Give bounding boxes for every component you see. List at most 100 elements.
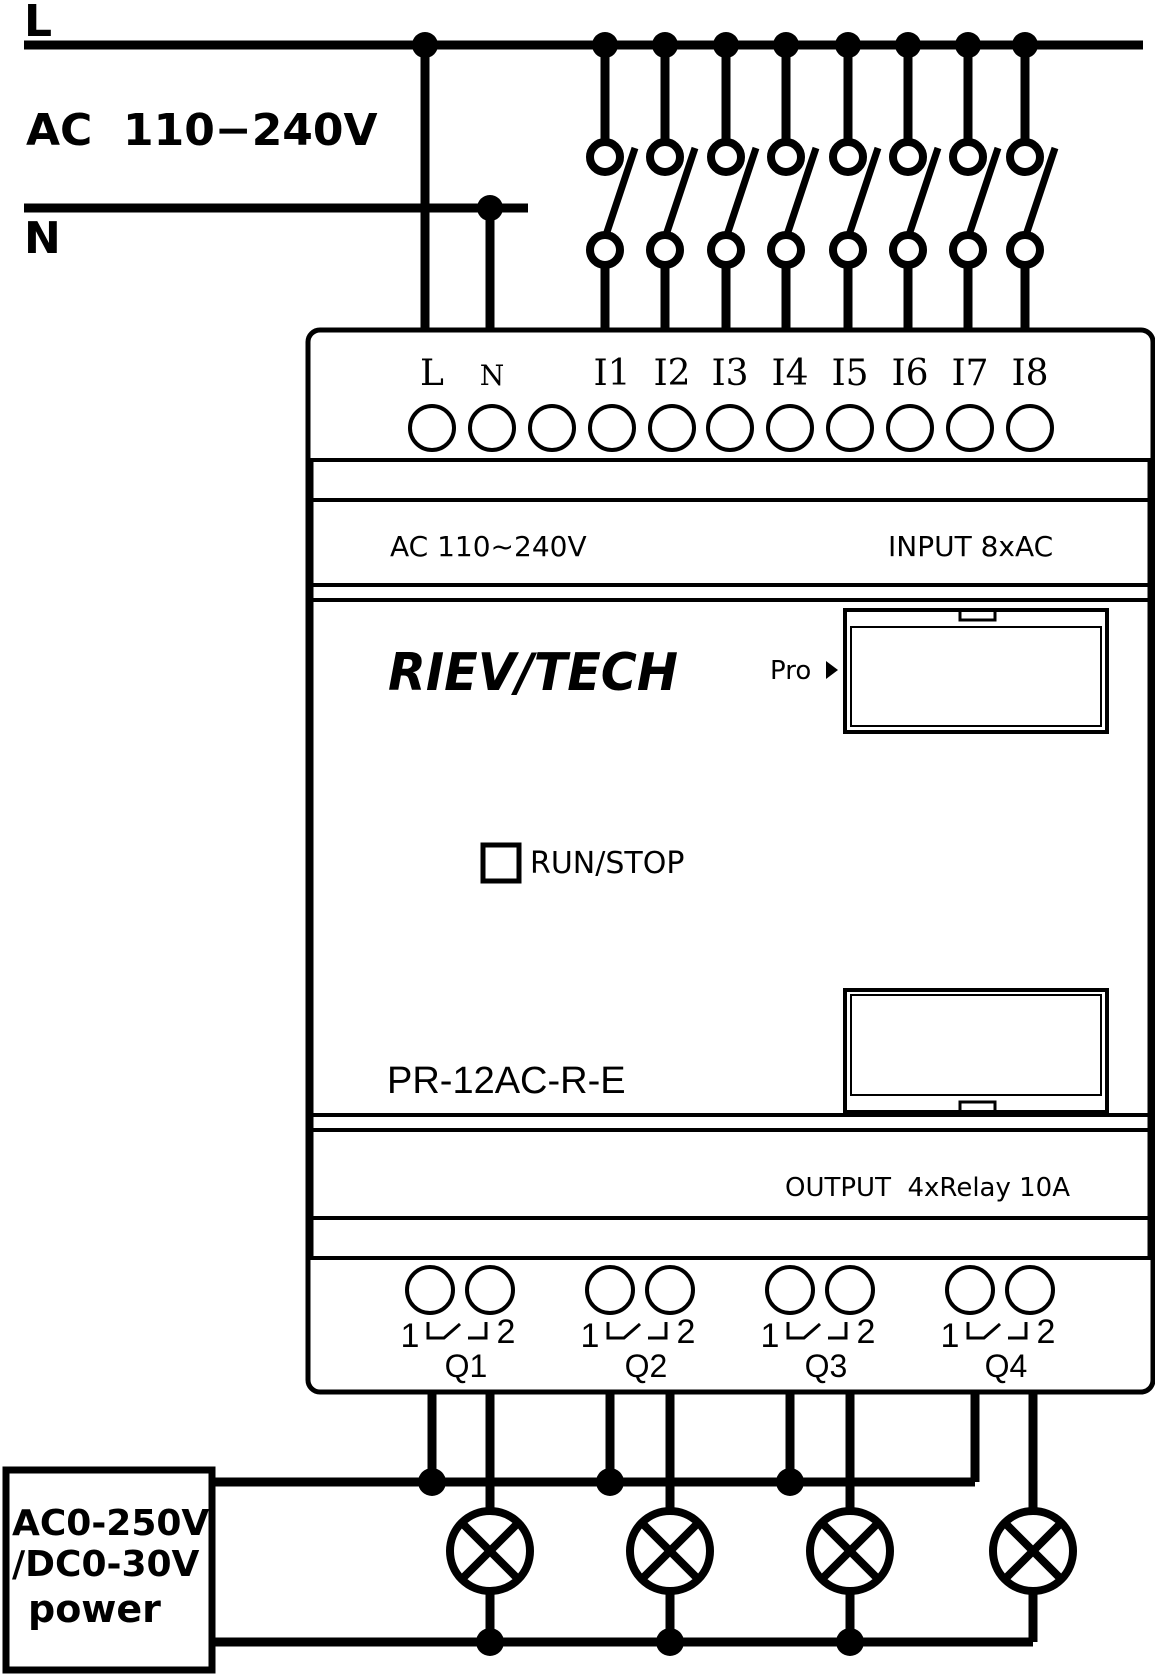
supply-rails — [24, 40, 1143, 330]
relay-pin-2-label: 2 — [497, 1313, 516, 1351]
load-power-line-2: /DC0-30V — [12, 1544, 200, 1585]
plc-inner-edges — [310, 460, 1151, 1258]
terminal-label-i1: I1 — [593, 353, 630, 394]
switch-top-contact — [1006, 138, 1044, 176]
load-lamp-2 — [626, 1392, 714, 1656]
pro-port-arrow-icon — [826, 661, 838, 679]
relay-contact-icon — [966, 1322, 1028, 1340]
switch-bottom-contact — [889, 231, 927, 269]
relay-contact-icon — [426, 1322, 488, 1340]
feed-junction-dot — [596, 1468, 624, 1496]
relay-name-label: Q3 — [805, 1348, 848, 1384]
switch-junction-dot — [773, 32, 799, 58]
expansion-port[interactable] — [843, 988, 1109, 1114]
switch-top-contact — [707, 138, 745, 176]
switch-bottom-contact — [767, 231, 805, 269]
relay-terminal-2[interactable] — [645, 1265, 695, 1315]
relay-name-label: Q2 — [625, 1348, 668, 1384]
supply-rating-text: AC 110~240V — [390, 530, 587, 563]
relay-terminal-2[interactable] — [1005, 1265, 1055, 1315]
relay-terminal-1[interactable] — [945, 1265, 995, 1315]
relay-terminal-1[interactable] — [405, 1265, 455, 1315]
switch-bottom-contact — [707, 231, 745, 269]
input-switch-i4 — [767, 32, 820, 330]
input-rating-text: INPUT 8xAC — [888, 530, 1053, 563]
terminal-screw[interactable] — [528, 404, 576, 452]
switch-junction-dot — [1012, 32, 1038, 58]
terminal-screw[interactable] — [648, 404, 696, 452]
input-switch-i3 — [707, 32, 760, 330]
terminal-label-i3: I3 — [711, 353, 748, 394]
terminal-screw[interactable] — [588, 404, 636, 452]
terminal-label-i7: I7 — [951, 353, 988, 394]
terminal-screw[interactable] — [1006, 404, 1054, 452]
relay-pin-1-label: 1 — [941, 1317, 960, 1355]
switch-bottom-contact — [1006, 231, 1044, 269]
switch-junction-dot — [592, 32, 618, 58]
relay-terminal-2[interactable] — [825, 1265, 875, 1315]
run-stop-label: RUN/STOP — [530, 846, 684, 881]
switch-top-contact — [646, 138, 684, 176]
run-stop-button[interactable] — [480, 842, 522, 884]
terminal-screw[interactable] — [408, 404, 456, 452]
input-switch-i1 — [586, 32, 639, 330]
switch-top-contact — [889, 138, 927, 176]
relay-pin-1-label: 1 — [581, 1317, 600, 1355]
plc-band-lines — [308, 458, 1153, 1260]
neutral-label: N — [24, 213, 61, 264]
relay-pin-2-label: 2 — [857, 1313, 876, 1351]
load-lamp-3 — [806, 1392, 894, 1656]
terminal-screw[interactable] — [766, 404, 814, 452]
relay-pin-2-label: 2 — [677, 1313, 696, 1351]
input-switch-i6 — [889, 32, 942, 330]
load-power-box: AC0-250V /DC0-30V power — [2, 1466, 216, 1674]
load-power-line-1: AC0-250V — [12, 1503, 209, 1544]
terminal-label-i5: I5 — [831, 353, 868, 394]
switch-top-contact — [829, 138, 867, 176]
switch-blade — [601, 146, 639, 240]
brand-name: RIEV/TECH — [388, 643, 678, 703]
relay-name-label: Q1 — [445, 1348, 488, 1384]
terminal-screw[interactable] — [706, 404, 754, 452]
input-switch-i8 — [1006, 32, 1059, 330]
line-label: L — [24, 0, 52, 47]
terminal-screw[interactable] — [826, 404, 874, 452]
terminal-label-l: L — [420, 353, 444, 394]
terminal-label-i4: I4 — [771, 353, 808, 394]
switch-junction-dot — [652, 32, 678, 58]
relay-terminal-1[interactable] — [585, 1265, 635, 1315]
relay-q3: 1 2Q3 — [761, 1265, 876, 1384]
relay-pin-2-label: 2 — [1037, 1313, 1056, 1351]
pro-port-label: Pro — [770, 656, 811, 686]
switch-bottom-contact — [949, 231, 987, 269]
relay-terminal-2[interactable] — [465, 1265, 515, 1315]
relay-name-label: Q4 — [985, 1348, 1028, 1384]
terminal-screw[interactable] — [468, 404, 516, 452]
switch-bottom-contact — [586, 231, 624, 269]
l-junction-dot — [412, 32, 438, 58]
switch-junction-dot — [835, 32, 861, 58]
feed-junction-dot — [776, 1468, 804, 1496]
switch-blade — [1021, 146, 1059, 240]
terminal-label-i8: I8 — [1011, 353, 1048, 394]
return-junction-dot — [656, 1628, 684, 1656]
terminal-screw[interactable] — [946, 404, 994, 452]
relay-pin-1-label: 1 — [761, 1317, 780, 1355]
output-rating-text: OUTPUT 4xRelay 10A — [785, 1173, 1070, 1203]
relay-terminal-1[interactable] — [765, 1265, 815, 1315]
input-switch-i7 — [949, 32, 1002, 330]
n-junction-dot — [477, 195, 503, 221]
switch-bottom-contact — [829, 231, 867, 269]
switch-top-contact — [949, 138, 987, 176]
switch-blade — [904, 146, 942, 240]
switch-bottom-contact — [646, 231, 684, 269]
terminal-label-i6: I6 — [891, 353, 928, 394]
pro-port[interactable] — [843, 608, 1109, 734]
terminal-screw[interactable] — [886, 404, 934, 452]
return-junction-dot — [836, 1628, 864, 1656]
feed-junction-dot — [418, 1468, 446, 1496]
model-number: PR-12AC-R-E — [387, 1060, 626, 1102]
switch-top-contact — [767, 138, 805, 176]
